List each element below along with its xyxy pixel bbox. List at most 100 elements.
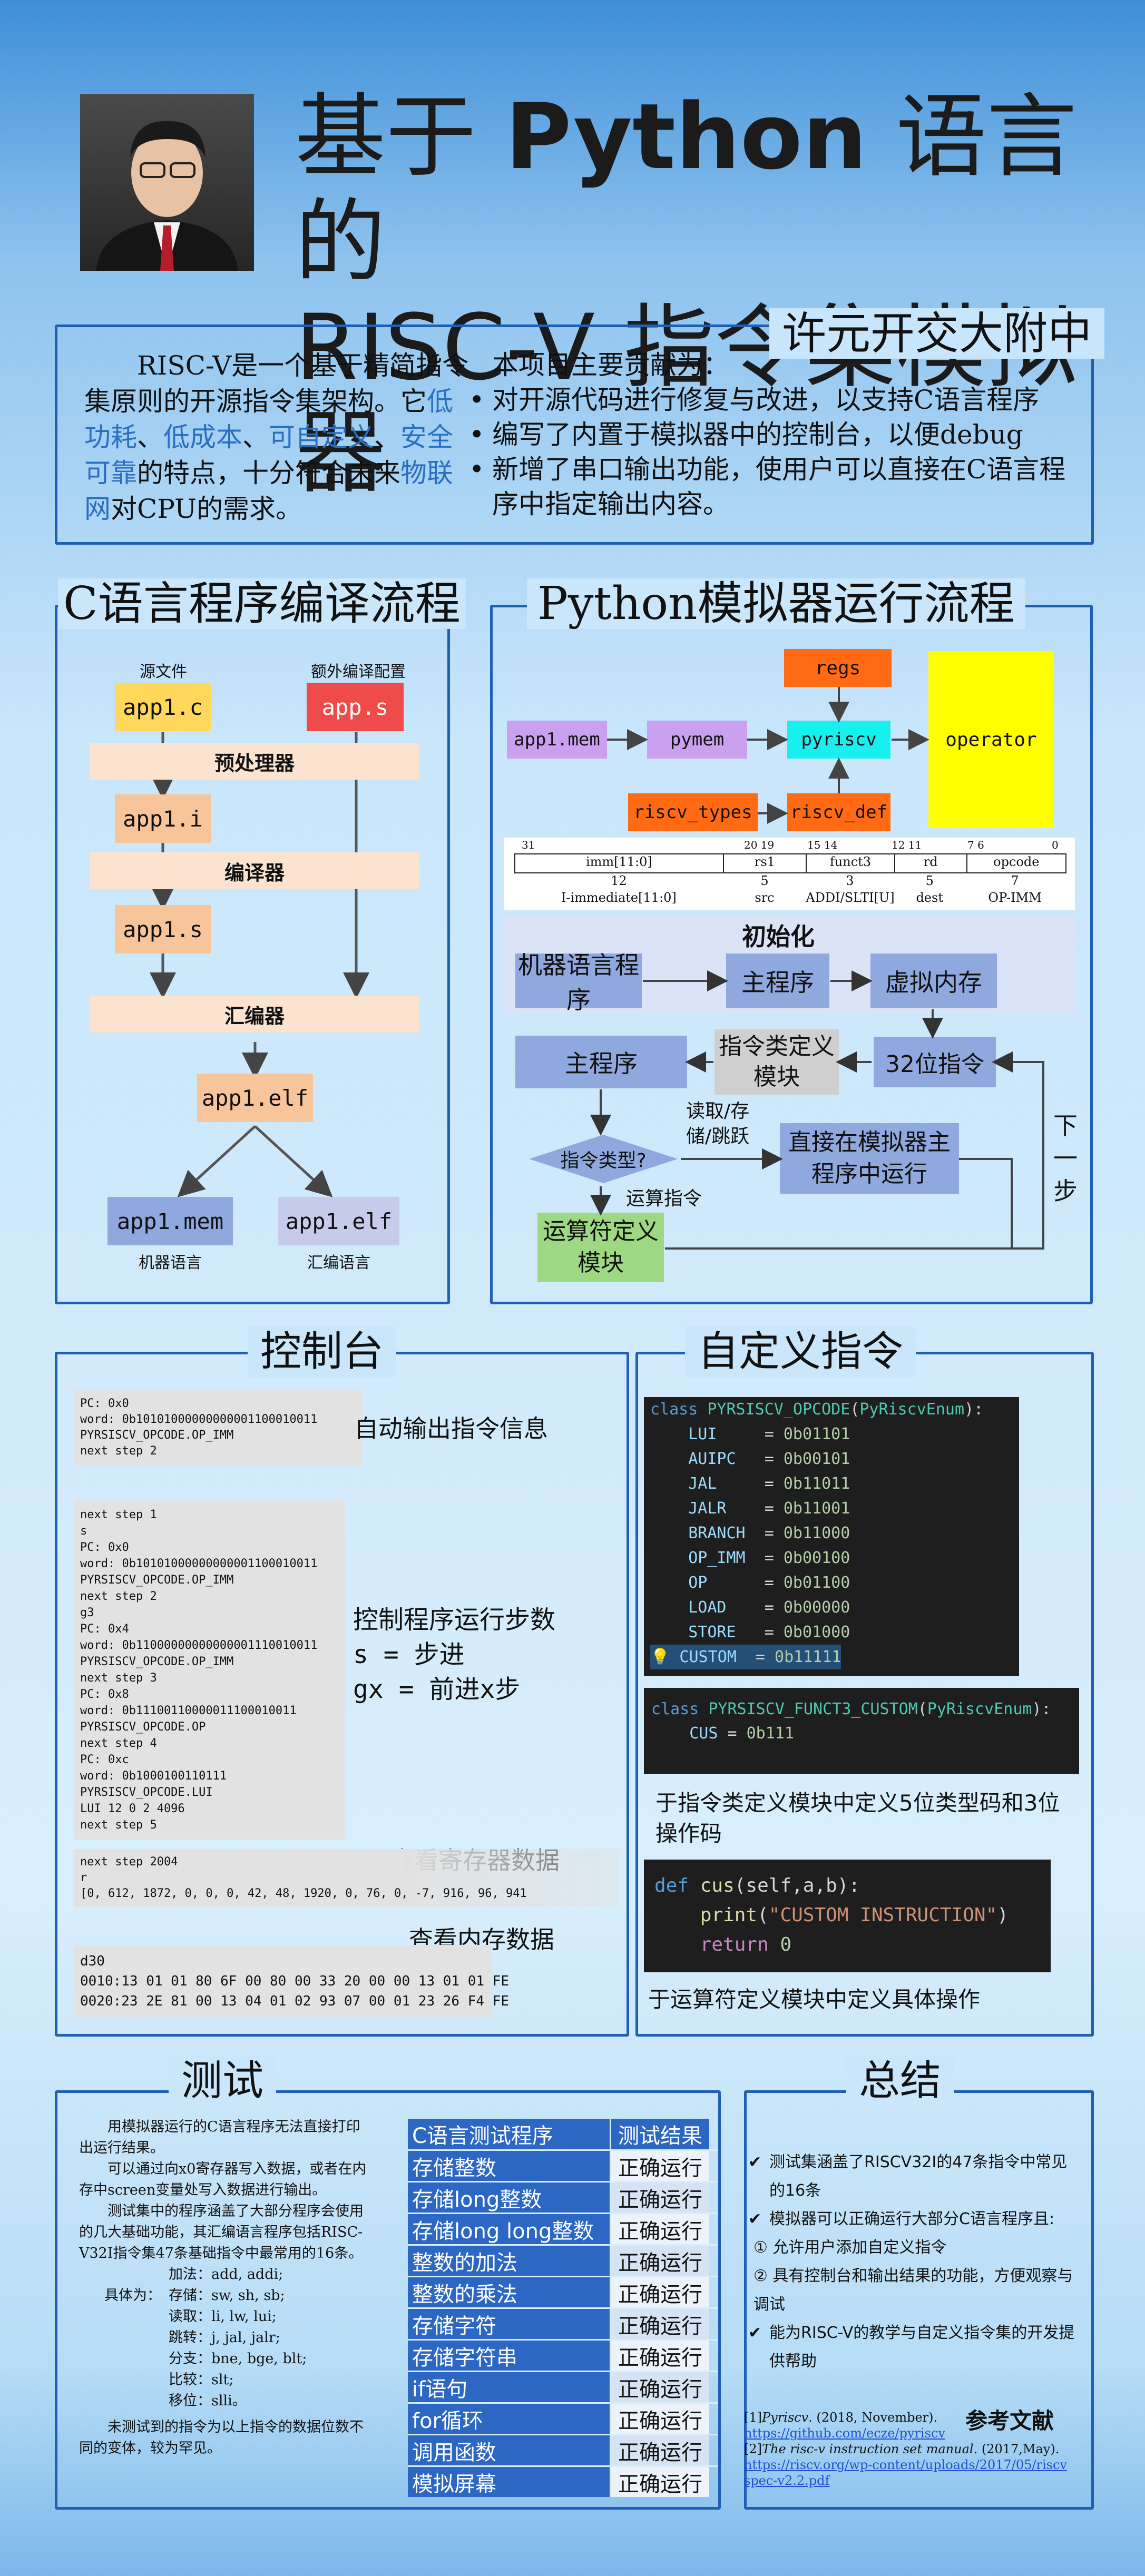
test-program-cell: 存储字符串 [408, 2341, 611, 2371]
enum-line: LOAD = 0b00000 [688, 1598, 850, 1617]
console-title: 控制台 [248, 1326, 397, 1377]
custom-note-2: 于运算符定义模块中定义具体操作 [648, 1987, 981, 2012]
test-program-cell: 模拟屏幕 [408, 2467, 611, 2497]
test-result-cell: 正确运行 [611, 2277, 709, 2307]
pymem-box: pymem [647, 721, 747, 759]
instruction-class-module-box: 指令类定义模块 [715, 1029, 839, 1095]
next-step-label: 下一步 [1053, 1112, 1078, 1205]
test-program-cell: if语句 [408, 2372, 611, 2402]
cus-function-code: def cus(self,a,b): print("CUSTOM INSTRUC… [644, 1860, 1051, 1972]
app1-mem-input-box: app1.mem [507, 721, 607, 759]
table-row: 调用函数正确运行 [408, 2434, 718, 2465]
runtime-arrows [590, 970, 1044, 1250]
table-row: for循环正确运行 [408, 2402, 718, 2434]
preprocessor-bar: 预处理器 [90, 743, 419, 780]
enum-line: 💡 CUSTOM = 0b11111 [650, 1645, 841, 1669]
table-row: 模拟屏幕正确运行 [408, 2465, 718, 2497]
table-row: 存储long long整数正确运行 [408, 2213, 718, 2244]
virtual-memory-box: 虚拟内存 [870, 953, 997, 1008]
regs-box: regs [784, 649, 892, 687]
summary-list: ✔测试集涵盖了RISCV32I的47条指令中常见的16条 ✔模拟器可以正确运行大… [748, 2153, 1075, 2371]
compile-title: C语言程序编译流程 [58, 578, 466, 629]
console-note-auto-output: 自动输出指令信息 [354, 1414, 548, 1443]
table-row: 整数的乘法正确运行 [408, 2276, 718, 2307]
test-text: 用模拟器运行的C语言程序无法直接打印出运行结果。 可以通过向x0寄存器写入数据，… [79, 2119, 367, 2456]
opcode-enum-code: class PYRSISCV_OPCODE(PyRiscvEnum): LUI … [644, 1397, 1019, 1676]
main-program-box: 主程序 [515, 1036, 687, 1088]
test-result-cell: 正确运行 [611, 2435, 709, 2465]
enum-line: OP_IMM = 0b00100 [688, 1549, 850, 1567]
test-result-cell: 正确运行 [611, 2309, 709, 2339]
table-header-result: 测试结果 [611, 2119, 709, 2149]
enum-line: JAL = 0b11011 [688, 1474, 850, 1493]
test-title: 测试 [169, 2056, 277, 2106]
console-note-steps: 控制程序运行步数 s = 步进 gx = 前进x步 [353, 1605, 556, 1704]
instruction-kind: 比较：slt; [169, 2372, 234, 2388]
operator-box: operator [928, 651, 1054, 828]
test-program-cell: 存储long long整数 [408, 2214, 611, 2244]
enum-line: LUI = 0b01101 [688, 1425, 850, 1443]
app1-i-box: app1.i [115, 794, 211, 843]
test-program-cell: 存储long整数 [408, 2182, 611, 2213]
32bit-instruction-box: 32位指令 [874, 1037, 996, 1087]
app1-c-box: app1.c [115, 683, 211, 731]
operator-module-box: 运算符定义模块 [537, 1213, 664, 1282]
references-list: [1]Pyriscv. (2018, November). https://gi… [744, 2410, 1113, 2489]
app-s-extra-box: app.s [307, 683, 404, 731]
sim-title: Python模拟器运行流程 [527, 578, 1025, 629]
riscv-def-box: riscv_def [787, 793, 890, 831]
app1-elf-asm-box: app1.elf [278, 1197, 399, 1245]
table-row: 存储整数正确运行 [408, 2149, 718, 2181]
instruction-type-diamond: 指令类型? [527, 1133, 680, 1185]
assembly-language-caption: 汇编语言 [307, 1254, 370, 1272]
custom-note-1: 于指令类定义模块中定义5位类型码和3位操作码 [655, 1790, 1060, 1846]
machine-language-caption: 机器语言 [139, 1254, 202, 1272]
table-row: 存储long整数正确运行 [408, 2181, 718, 2213]
enum-line: OP = 0b01100 [688, 1574, 850, 1592]
source-file-label: 源文件 [140, 663, 187, 681]
ref2-link[interactable]: https://riscv.org/wp-content/uploads/201… [744, 2457, 1067, 2488]
load-store-jump-label: 读取/存储/跳跃 [686, 1100, 750, 1147]
main-program-init-box: 主程序 [726, 953, 829, 1008]
test-result-cell: 正确运行 [611, 2341, 709, 2371]
app1-s-box: app1.s [115, 905, 211, 953]
test-result-cell: 正确运行 [611, 2246, 709, 2276]
test-program-cell: 整数的加法 [408, 2246, 611, 2276]
instruction-kind: 读取：li, lw, lui; [169, 2308, 277, 2325]
enum-line: BRANCH = 0b11000 [688, 1524, 850, 1542]
table-row: 存储字符串正确运行 [408, 2339, 718, 2371]
enum-line: JALR = 0b11001 [688, 1499, 850, 1518]
table-row: if语句正确运行 [408, 2371, 718, 2402]
poster-title: 基于 Python 语言的 RISC-V 指令集模拟器 [295, 84, 1078, 506]
school-name: 许元开交大附中 [769, 308, 1105, 359]
instruction-kind: 分支：bne, bge, blt; [169, 2351, 307, 2367]
summary-title: 总结 [846, 2056, 954, 2106]
test-program-cell: 存储整数 [408, 2151, 611, 2181]
test-frame [55, 2090, 721, 2510]
assembler-bar: 汇编器 [90, 996, 419, 1033]
intro-frame [55, 325, 1094, 545]
custom-title: 自定义指令 [685, 1326, 916, 1377]
run-directly-box: 直接在模拟器主程序中运行 [780, 1123, 959, 1194]
kinds-label: 具体为： [104, 2287, 161, 2304]
init-label: 初始化 [742, 922, 815, 951]
instruction-kind: 跳转：j, jal, jalr; [169, 2329, 280, 2346]
table-header-program: C语言测试程序 [408, 2119, 611, 2149]
test-result-cell: 正确运行 [611, 2372, 709, 2402]
sim-top-arrows [607, 687, 929, 824]
references-title: 参考文献 [965, 2408, 1054, 2434]
instruction-encoding: 31 20 19 15 14 12 11 7 6 0 imm[11:0] rs1… [504, 838, 1075, 910]
intro-left: RISC-V是一个基于精简指令集原则的开源指令集架构。它低功耗、低成本、可自定义… [84, 350, 469, 524]
table-row: 整数的加法正确运行 [408, 2244, 718, 2276]
ref1-link[interactable]: https://github.com/ecze/pyriscv [744, 2426, 945, 2441]
test-result-cell: 正确运行 [611, 2214, 709, 2244]
machine-program-box: 机器语言程序 [515, 951, 642, 1014]
instruction-kind: 加法：add, addi; [169, 2266, 283, 2283]
funct3-enum-code: class PYRSISCV_FUNCT3_CUSTOM(PyRiscvEnum… [644, 1688, 1079, 1774]
test-program-cell: 存储字符 [408, 2309, 611, 2339]
pyriscv-box: pyriscv [787, 721, 890, 759]
